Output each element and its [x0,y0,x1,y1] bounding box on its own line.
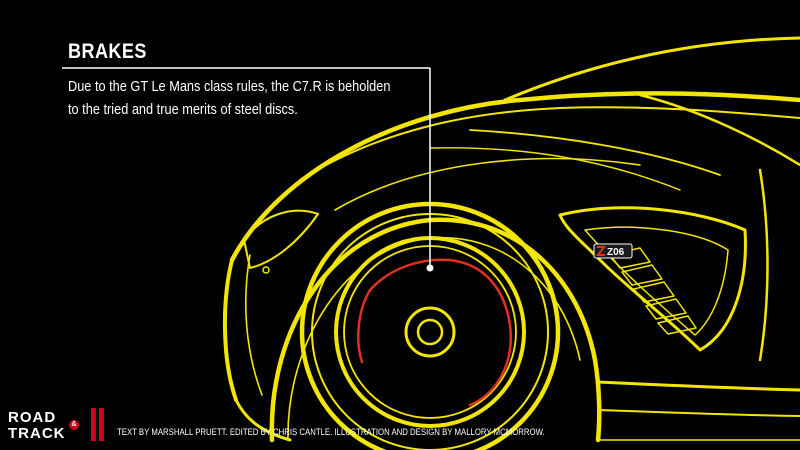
logo-red-bars [91,408,105,441]
z06-badge: Z06 [593,243,633,259]
a-pillar-line [503,36,800,102]
callout-body: Due to the GT Le Mans class rules, the C… [68,76,391,122]
wheel-arch [269,217,602,443]
rocker-line-lower [597,409,800,417]
nose-line [222,258,238,402]
callout-body-line: to the tried and true merits of steel di… [68,102,298,118]
headlight [243,209,319,269]
badge-text: Z06 [607,247,625,258]
callout-body-line: Due to the GT Le Mans class rules, the C… [68,79,391,95]
hub-outer [404,306,456,358]
brake-disc-highlight [368,258,513,407]
vent-slat-5 [657,315,697,335]
front-bumper-line [234,398,292,442]
headlight-dot [262,266,270,274]
rocker-line [596,380,800,392]
crease-line-2 [334,157,641,211]
road-and-track-logo: ROAD & TRACK [8,408,120,442]
crease-line-3 [429,147,681,191]
brake-disc-highlight-lower [357,288,372,364]
vent-slat-3 [633,281,675,303]
cowl-line [638,93,800,167]
vent-slat-4 [645,298,687,320]
logo-road-text: ROAD [8,409,57,426]
logo-track-text: TRACK [8,425,66,442]
side-vent-outline [558,206,747,352]
door-line [758,168,769,362]
badge-flag-mark [596,246,606,256]
side-vent-inner [584,226,729,336]
hood-line [229,91,800,263]
vent-slat-2 [621,264,663,286]
credits-line: TEXT BY MARSHALL PRUETT. EDITED BY CHRIS… [117,427,545,438]
nose-inner-line [244,254,263,396]
crease-line-1 [469,129,721,176]
fender-top-line [299,106,800,181]
callout-title: BRAKES [68,40,147,63]
callout-pointer-dot [426,264,434,272]
hub-inner [416,318,444,346]
logo-ampersand: & [69,420,79,430]
